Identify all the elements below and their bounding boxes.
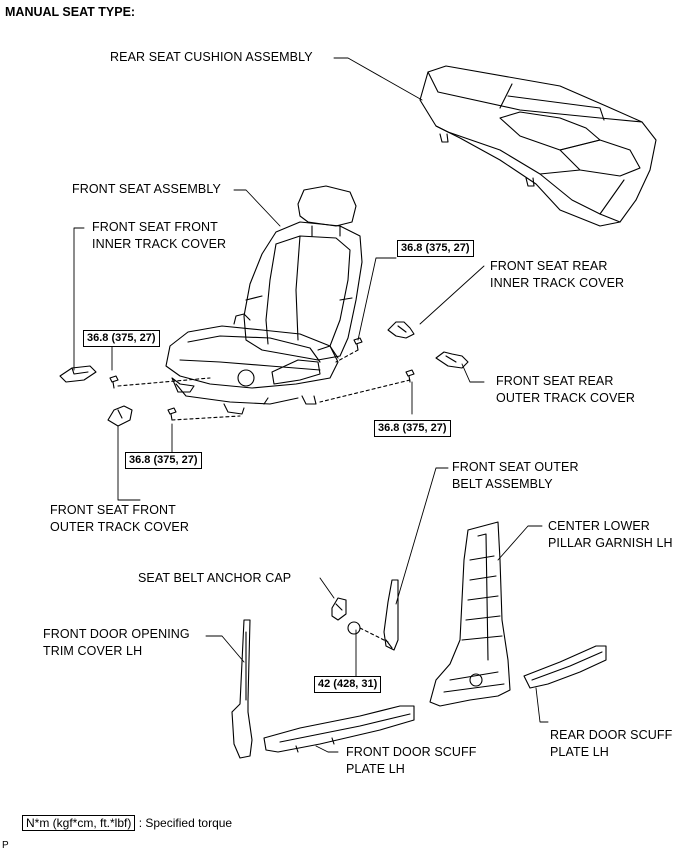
seat-belt-drawing (331, 579, 399, 651)
label-front-door-scuff-plate: FRONT DOOR SCUFF PLATE LH (346, 745, 477, 776)
torque-seat-rear-outer: 36.8 (375, 27) (374, 420, 451, 437)
front-door-scuff-plate-drawing (263, 705, 415, 753)
figure-code: P (2, 840, 9, 851)
rear-door-scuff-plate-drawing (523, 645, 607, 689)
label-front-seat-assembly: FRONT SEAT ASSEMBLY (72, 182, 221, 196)
legend-unit-box: N*m (kgf*cm, ft.*lbf) (22, 815, 136, 831)
label-rear-door-scuff-plate: REAR DOOR SCUFF PLATE LH (550, 728, 673, 759)
label-front-door-opening-trim: FRONT DOOR OPENING TRIM COVER LH (43, 627, 190, 658)
label-front-seat-front-outer-cover: FRONT SEAT FRONT OUTER TRACK COVER (50, 503, 189, 534)
label-front-seat-outer-belt: FRONT SEAT OUTER BELT ASSEMBLY (452, 460, 579, 491)
diagram-title: MANUAL SEAT TYPE: (5, 5, 136, 19)
front-door-opening-trim-drawing (231, 619, 253, 759)
leader-lines (73, 57, 549, 753)
label-seat-belt-anchor-cap: SEAT BELT ANCHOR CAP (138, 571, 292, 585)
torque-seat-front-outer: 36.8 (375, 27) (125, 452, 202, 469)
rear-seat-cushion-drawing (419, 65, 657, 227)
torque-seat-rear-inner: 36.8 (375, 27) (397, 240, 474, 257)
label-front-seat-rear-outer-cover: FRONT SEAT REAR OUTER TRACK COVER (496, 374, 635, 405)
legend-description: : Specified torque (138, 816, 233, 830)
torque-legend: N*m (kgf*cm, ft.*lbf) : Specified torque (22, 815, 232, 831)
center-pillar-garnish-drawing (429, 521, 511, 707)
label-front-seat-front-inner-cover: FRONT SEAT FRONT INNER TRACK COVER (92, 220, 227, 251)
torque-belt-anchor: 42 (428, 31) (314, 676, 382, 693)
label-center-lower-pillar-garnish: CENTER LOWER PILLAR GARNISH LH (548, 519, 673, 550)
track-cover-drawings (59, 321, 469, 427)
front-seat-drawing (165, 185, 363, 415)
label-front-seat-rear-inner-cover: FRONT SEAT REAR INNER TRACK COVER (490, 259, 625, 290)
torque-seat-front-inner: 36.8 (375, 27) (83, 330, 160, 347)
label-rear-seat-cushion: REAR SEAT CUSHION ASSEMBLY (110, 50, 313, 64)
